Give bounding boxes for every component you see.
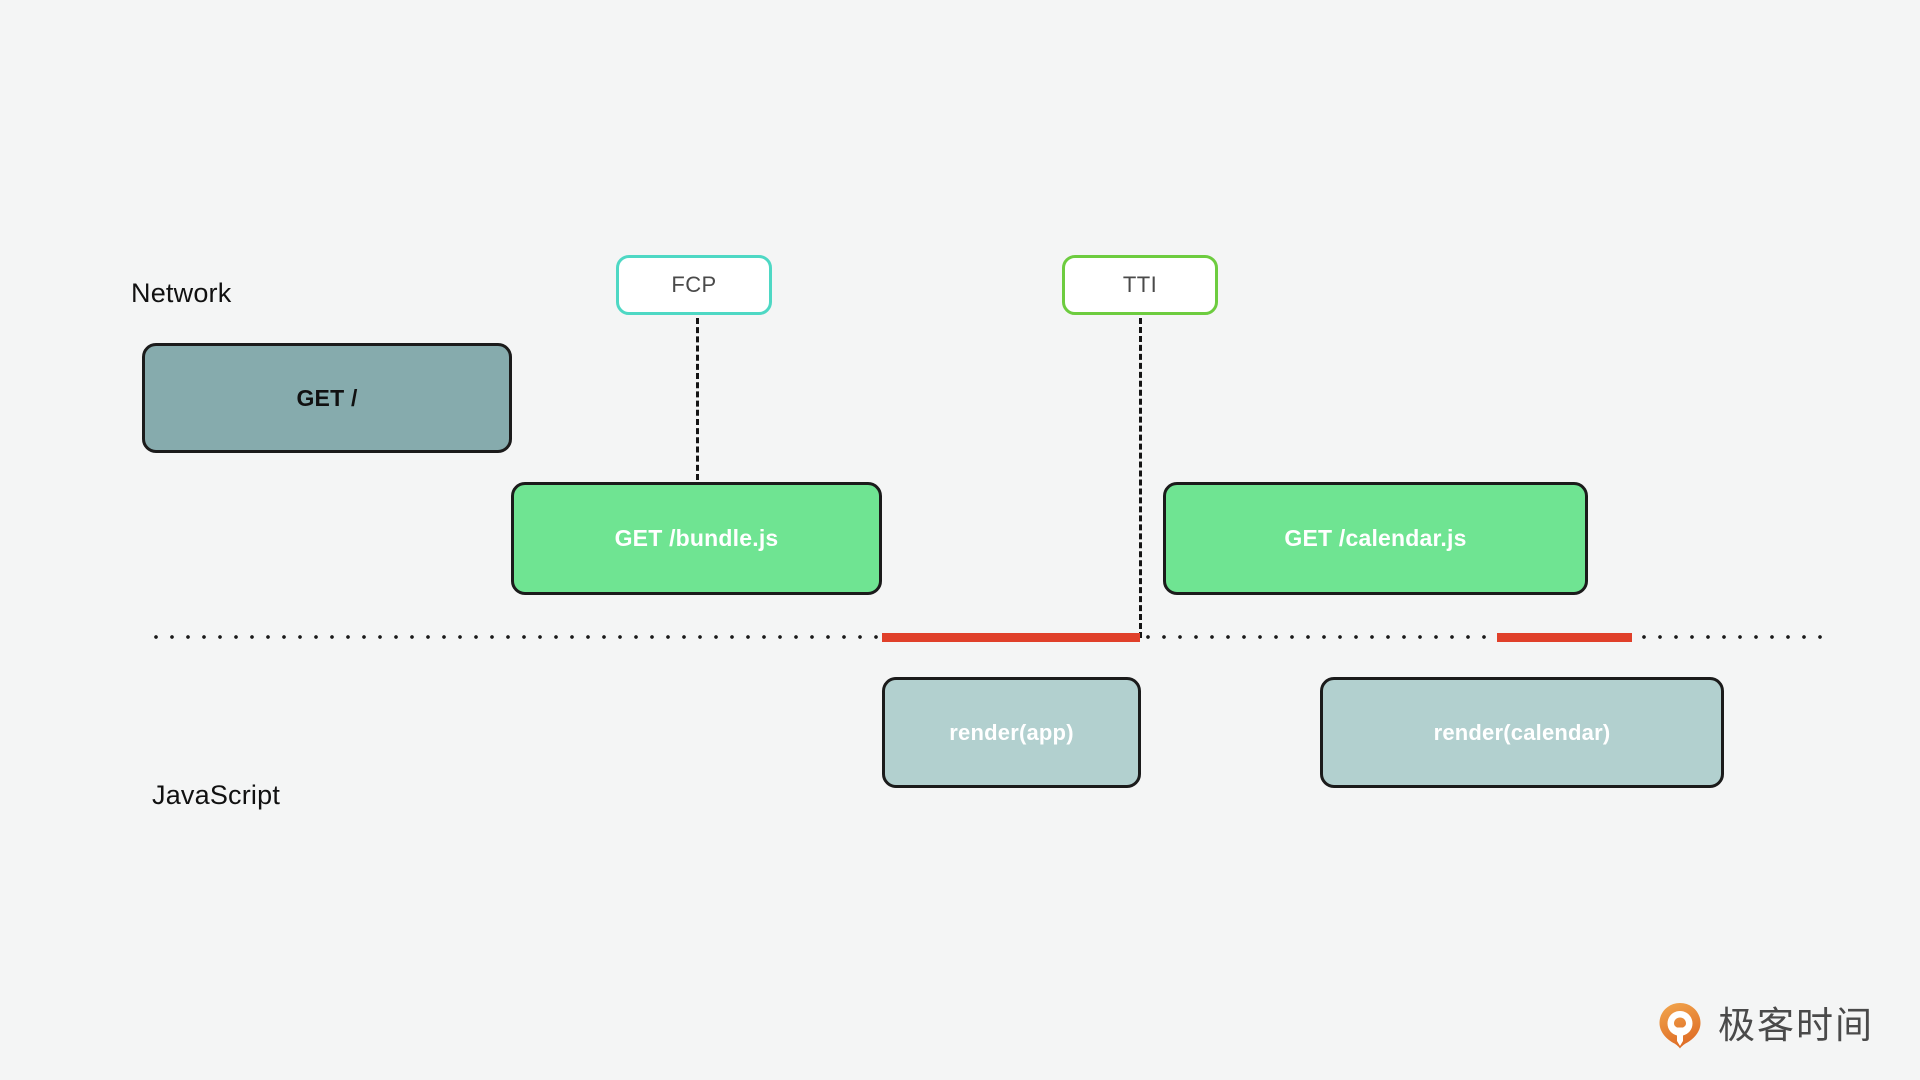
javascript-bar-label-render-app: render(app) [949, 719, 1074, 745]
javascript-bar-render-calendar: render(calendar) [1320, 677, 1724, 788]
brand-name-label: 极客时间 [1718, 1004, 1874, 1046]
javascript-bar-label-render-calendar: render(calendar) [1433, 719, 1611, 745]
lane-label-javascript: JavaScript [152, 780, 281, 810]
brand-logo: 极客时间 [1655, 1000, 1874, 1050]
network-bar-label-get-calendar: GET /calendar.js [1284, 525, 1467, 551]
network-bar-label-get-bundle: GET /bundle.js [614, 525, 779, 551]
marker-badge-fcp: FCP [616, 255, 772, 315]
network-bar-label-get-root: GET / [296, 384, 358, 411]
javascript-bar-render-app: render(app) [882, 677, 1141, 788]
connector-line-tti [1139, 318, 1142, 638]
long-task-segment-1 [882, 633, 1140, 642]
marker-badge-tti: TTI [1062, 255, 1218, 315]
geektime-logo-icon [1659, 1003, 1701, 1049]
network-bar-get-root: GET / [142, 343, 512, 453]
connector-line-fcp [696, 318, 699, 480]
marker-label-fcp: FCP [671, 272, 717, 297]
marker-label-tti: TTI [1122, 272, 1158, 297]
lane-label-network: Network [131, 278, 232, 308]
long-task-segment-2 [1497, 633, 1632, 642]
network-bar-get-bundle: GET /bundle.js [511, 482, 882, 595]
network-bar-get-calendar: GET /calendar.js [1163, 482, 1588, 595]
